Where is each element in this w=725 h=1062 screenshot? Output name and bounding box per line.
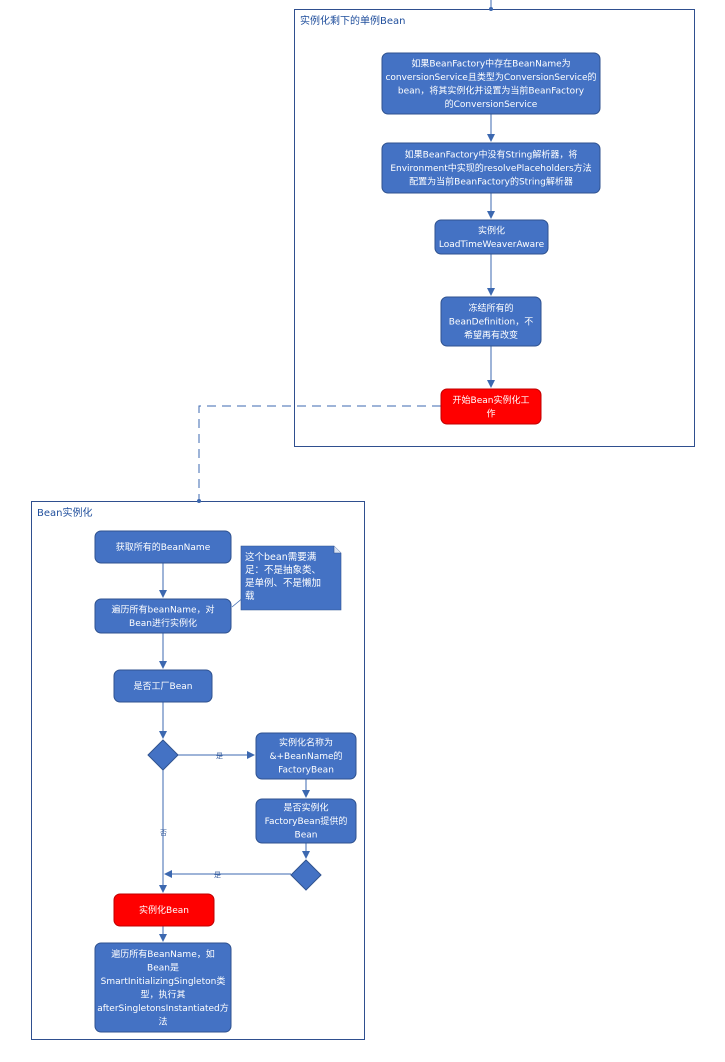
provided-line: FactoryBean提供的 [265,815,348,827]
note-line: 这个bean需要满 [245,551,317,563]
node-ltw-box [434,219,549,255]
decision-is-provided [290,859,322,891]
get-names-line: 获取所有的BeanName [116,541,211,553]
note-condition-text: 这个bean需要满足：不是抽象类、是单例、不是懒加载 [245,551,321,602]
smart-line: 遍历所有BeanName，如 [111,948,214,960]
edge-labels: 是 否 是 [160,752,223,879]
connector-dot [489,7,493,11]
note-fold-icon [333,546,341,554]
node-start-text: 开始Bean实例化工作 [453,394,530,420]
node-start-box [440,388,542,425]
start-line: 作 [486,407,495,419]
connectors [159,0,495,942]
node-iterate-text: 遍历所有beanName，对 Bean进行实例化 [111,603,214,629]
provided-line: 是否实例化 [283,802,328,814]
node-factory-name-box [255,732,357,780]
note-line: 载 [245,590,255,602]
iterate-line: Bean进行实例化 [129,617,197,629]
container-singleton-title: 实例化剩下的单例Bean [300,14,405,27]
provided-line: Bean [295,831,318,841]
container-singleton-frame [294,9,695,447]
node-iterate: 遍历所有beanName，对 Bean进行实例化 [94,598,232,634]
node-freeze-box [440,296,542,347]
note-condition: 这个bean需要满足：不是抽象类、是单例、不是懒加载 [240,545,342,611]
freeze-line: 冻结所有的 [468,302,513,314]
note-line: 是单例、不是懒加 [245,577,321,589]
node-iterate-box [94,598,232,634]
smart-line: afterSingletonsInstantiated方 [97,1002,229,1014]
node-conversion-box [381,52,601,115]
container-bean-inst-title: Bean实例化 [37,506,92,519]
node-smart-box [94,942,232,1033]
edge-label-no-factory: 否 [160,829,167,837]
edge-start-to-bean-inst [198,405,441,500]
node-is-factory-box [113,669,213,703]
conversion-line: 如果BeanFactory中存在BeanName为 [411,57,570,69]
edge-label-yes-provided: 是 [214,871,221,879]
string-resolver-line: 配置为当前BeanFactory的String解析器 [409,176,573,188]
node-conversion-text: 如果BeanFactory中存在BeanName为 conversionServi… [385,57,596,110]
smart-line: Bean是 [147,962,179,973]
node-string-resolver-box [381,142,601,194]
node-instantiate-text: 实例化Bean [139,904,189,916]
node-conversion: 如果BeanFactory中存在BeanName为 conversionServi… [381,52,601,115]
factory-name-line: &+BeanName的 [269,750,342,762]
instantiate-line: 实例化Bean [139,904,189,916]
node-smart: 遍历所有BeanName，如 Bean是 SmartInitializingSing… [94,942,232,1033]
ltw-line: 实例化 [478,224,505,236]
edge-label-yes-factory: 是 [216,752,223,760]
node-factory-name-text: 实例化名称为&+BeanName的 FactoryBean [269,737,342,776]
start-line: 开始Bean实例化工 [453,394,530,406]
freeze-line: 希望再有改变 [464,329,518,341]
node-get-names-text: 获取所有的BeanName [116,541,211,553]
iterate-line: 遍历所有beanName，对 [111,603,214,615]
decision-is-factory [147,739,179,771]
node-is-factory-text: 是否工厂Bean [134,681,193,692]
note-condition-shape [240,545,342,611]
container-singleton: 实例化剩下的单例Bean [294,9,695,447]
factory-name-line: FactoryBean [278,766,334,776]
smart-line: 型，执行其 [140,988,185,1000]
node-instantiate: 实例化Bean [113,893,215,927]
node-ltw: 实例化 LoadTimeWeaverAware [434,219,549,255]
connector-dot [197,499,201,503]
conversion-line: 的ConversionService [445,98,538,110]
node-smart-text: 遍历所有BeanName，如 Bean是 SmartInitializingSing… [97,948,229,1028]
smart-line: SmartInitializingSingleton类 [101,975,226,987]
smart-line: 法 [158,1015,167,1027]
node-freeze: 冻结所有的 BeanDefinition，不希望再有改变 [440,296,542,347]
node-get-names: 获取所有的BeanName [94,530,232,564]
note-line: 足：不是抽象类、 [245,564,321,576]
ltw-line: LoadTimeWeaverAware [439,240,545,250]
node-instantiate-box [113,893,215,927]
conversion-line: bean，将其实例化并设置为当前BeanFactory [398,84,585,96]
node-get-names-box [94,530,232,564]
node-freeze-text: 冻结所有的 BeanDefinition，不希望再有改变 [449,302,534,341]
node-provided-box [255,798,357,844]
string-resolver-line: Environment中实现的resolvePlaceholders方法 [390,162,591,174]
is-factory-line: 是否工厂Bean [134,681,193,692]
node-ltw-text: 实例化 LoadTimeWeaverAware [439,224,545,250]
string-resolver-line: 如果BeanFactory中没有String解析器，将 [405,149,578,161]
node-start: 开始Bean实例化工作 [440,388,542,425]
factory-name-line: 实例化名称为 [279,737,333,749]
node-factory-name: 实例化名称为&+BeanName的 FactoryBean [255,732,357,780]
conversion-line: conversionService且类型为ConversionService的 [385,71,596,83]
node-is-factory: 是否工厂Bean [113,669,213,703]
freeze-line: BeanDefinition，不 [449,317,534,328]
